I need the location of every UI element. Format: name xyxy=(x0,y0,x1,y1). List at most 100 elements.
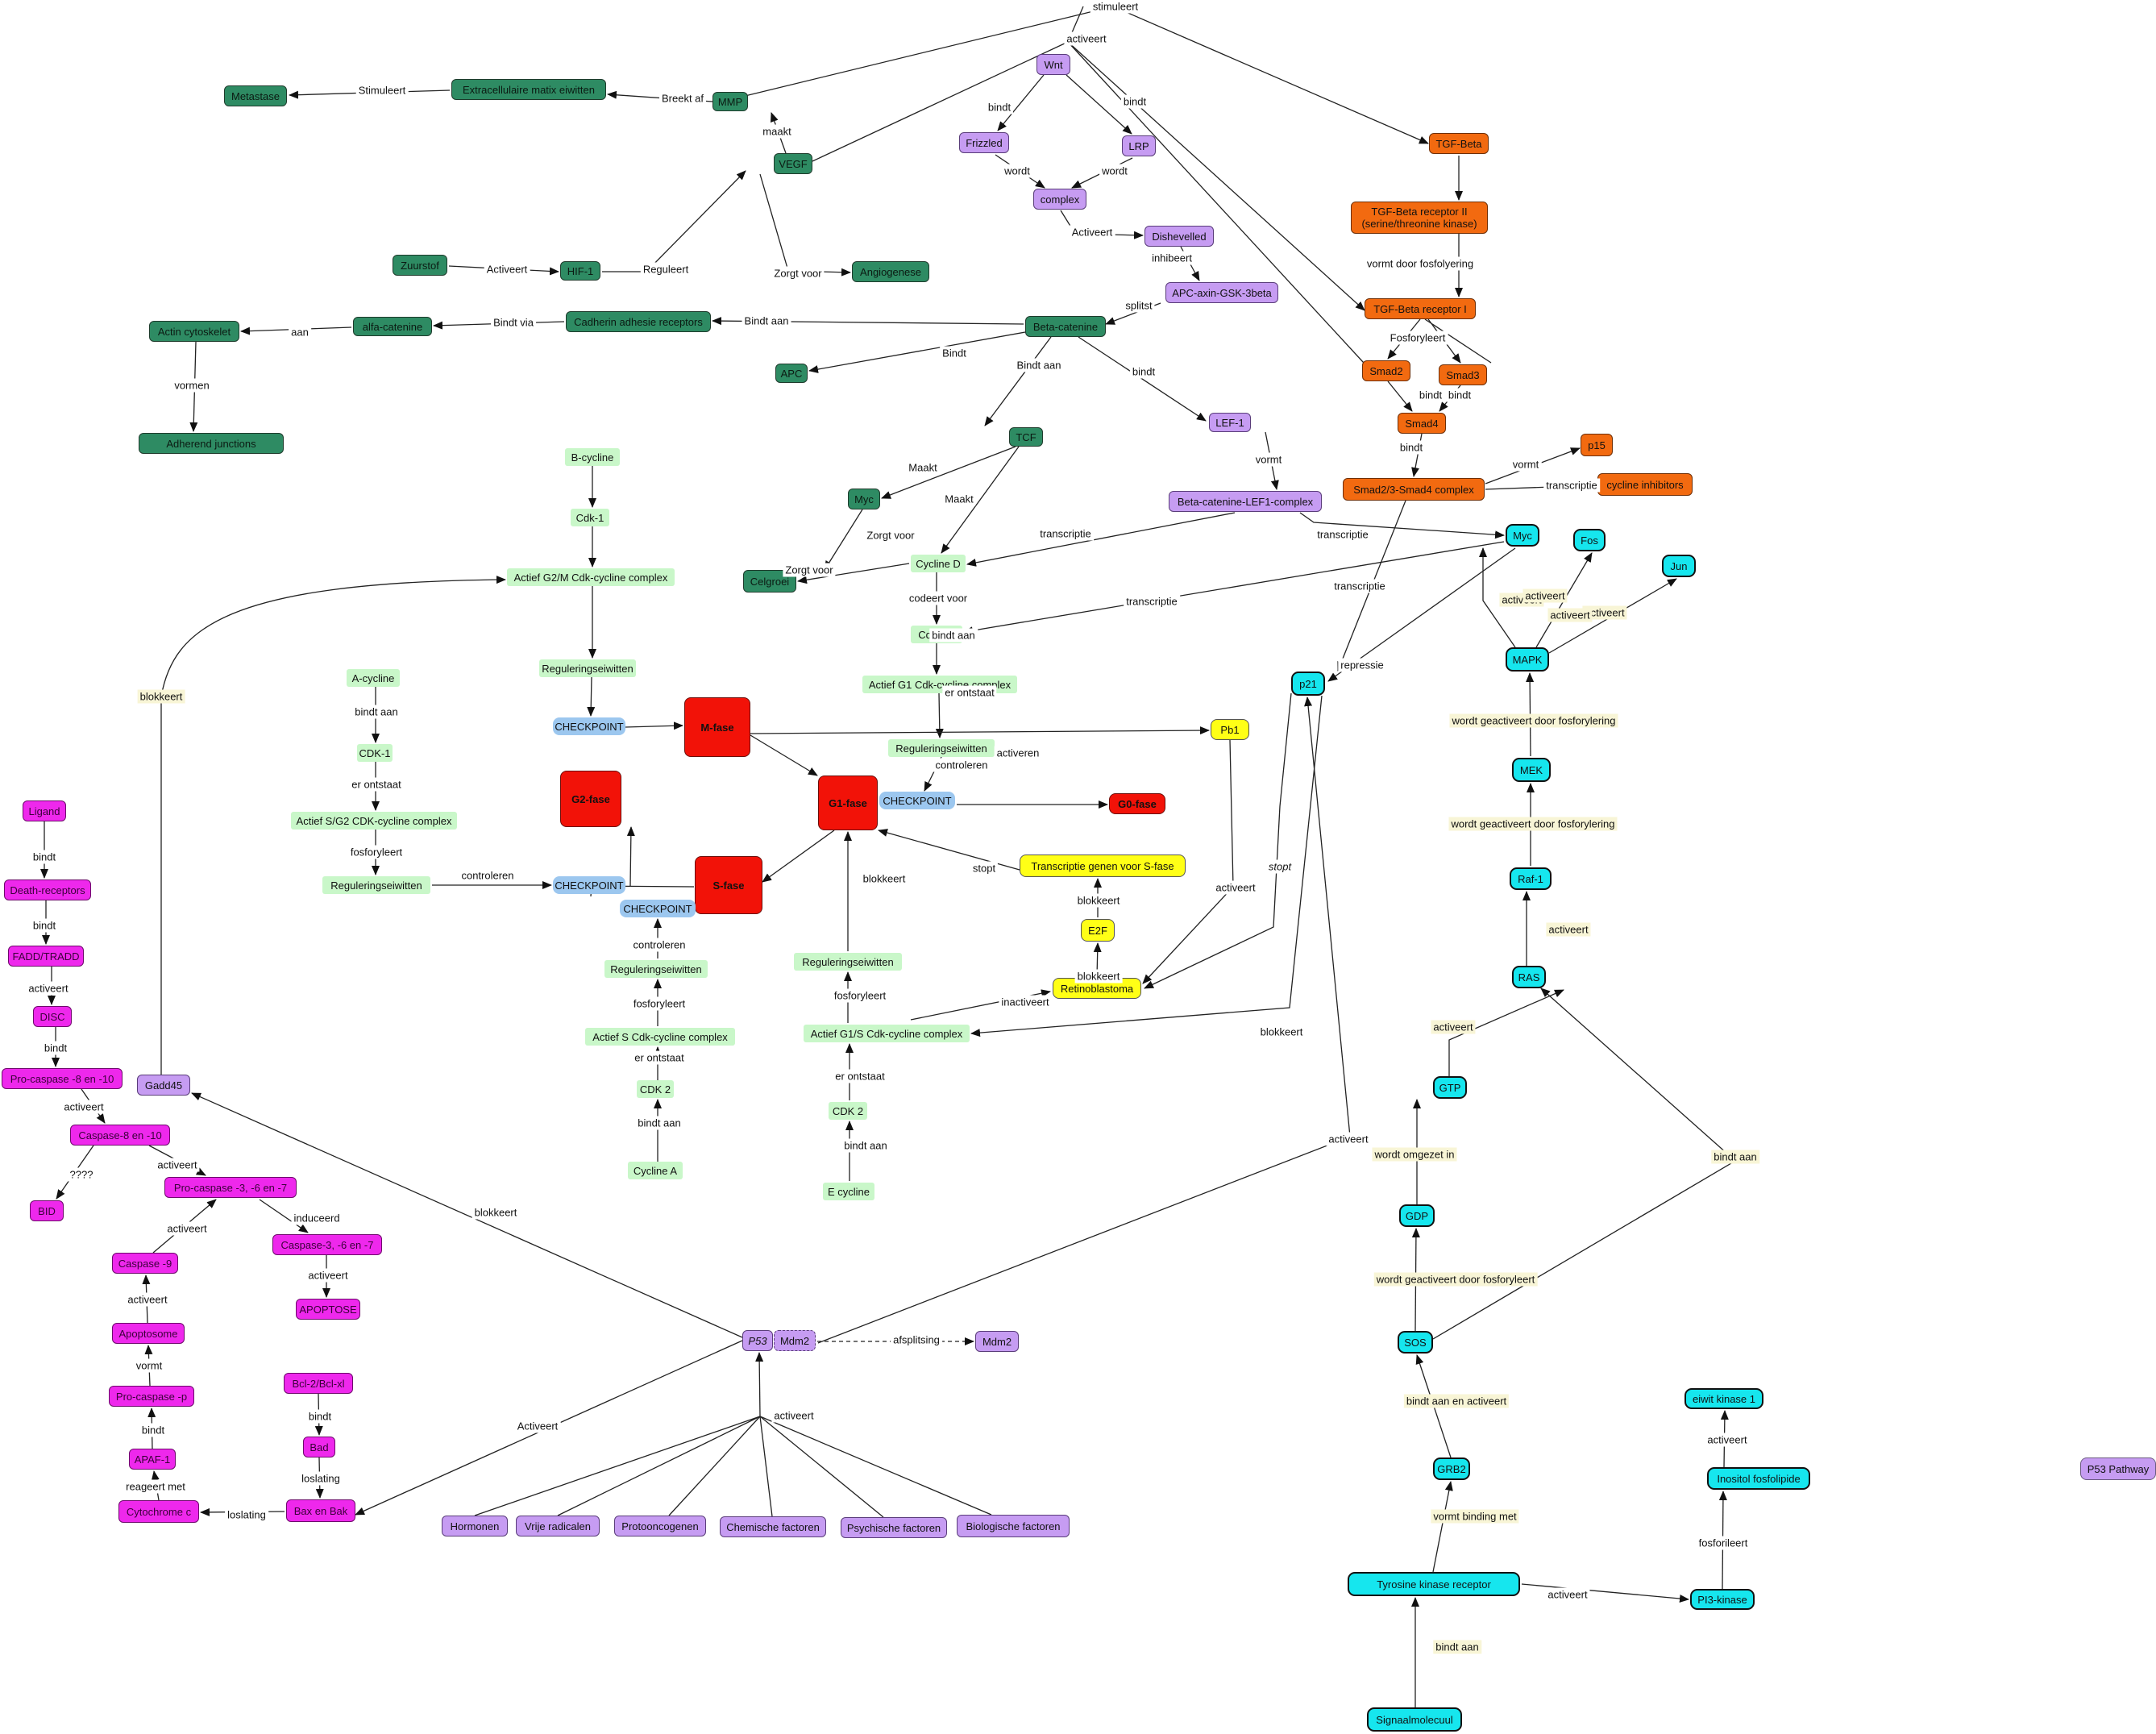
node-raf1[interactable]: Raf-1 xyxy=(1510,867,1552,890)
node-bio[interactable]: Biologische factoren xyxy=(957,1515,1070,1537)
node-mycc[interactable]: Myc xyxy=(1506,524,1539,547)
node-actin[interactable]: Actin cytoskelet xyxy=(149,321,239,342)
node-reg3[interactable]: Reguleringseiwitten xyxy=(604,960,708,978)
node-vrije[interactable]: Vrije radicalen xyxy=(516,1516,600,1536)
node-reg4[interactable]: Reguleringseiwitten xyxy=(888,739,995,757)
node-baxbak[interactable]: Bax en Bak xyxy=(286,1499,355,1522)
node-cdk1a[interactable]: Cdk-1 xyxy=(571,509,609,526)
node-cp1[interactable]: CHECKPOINT xyxy=(553,717,625,735)
node-cp4[interactable]: CHECKPOINT xyxy=(620,900,696,917)
node-cytc[interactable]: Cytochrome c xyxy=(118,1500,199,1523)
node-mycg[interactable]: Myc xyxy=(848,489,880,509)
node-cyclinea[interactable]: Cycline A xyxy=(628,1162,683,1179)
node-cyclinh[interactable]: cycline inhibitors xyxy=(1597,473,1693,496)
node-casp367[interactable]: Caspase-3, -6 en -7 xyxy=(272,1234,382,1255)
node-hormonen[interactable]: Hormonen xyxy=(442,1516,508,1536)
node-apoptose[interactable]: APOPTOSE xyxy=(296,1299,360,1320)
node-tgfbr2[interactable]: TGF-Beta receptor II (serine/threonine k… xyxy=(1351,202,1488,234)
node-mdm2a[interactable]: Mdm2 xyxy=(774,1330,816,1351)
node-jun[interactable]: Jun xyxy=(1662,555,1696,577)
node-inositol[interactable]: Inositol fosfolipide xyxy=(1707,1467,1810,1490)
node-casp810[interactable]: Caspase-8 en -10 xyxy=(70,1125,170,1146)
node-psych[interactable]: Psychische factoren xyxy=(841,1517,947,1538)
node-apaf1[interactable]: APAF-1 xyxy=(129,1449,176,1470)
node-procasp810[interactable]: Pro-caspase -8 en -10 xyxy=(2,1068,123,1089)
node-gadd45[interactable]: Gadd45 xyxy=(137,1075,190,1096)
node-hif1[interactable]: HIF-1 xyxy=(560,261,600,281)
node-fos[interactable]: Fos xyxy=(1573,529,1606,551)
node-g0fase[interactable]: G0-fase xyxy=(1109,793,1165,814)
node-cdk1b[interactable]: CDK-1 xyxy=(357,744,393,762)
node-sos[interactable]: SOS xyxy=(1398,1331,1433,1354)
node-g1fase[interactable]: G1-fase xyxy=(818,776,878,830)
node-mek[interactable]: MEK xyxy=(1512,758,1551,782)
node-cp3[interactable]: CHECKPOINT xyxy=(553,876,625,894)
node-cp2[interactable]: CHECKPOINT xyxy=(879,792,955,809)
node-angiogenese[interactable]: Angiogenese xyxy=(852,261,929,282)
node-apcaxin[interactable]: APC-axin-GSK-3beta xyxy=(1165,282,1278,303)
node-frizzled[interactable]: Frizzled xyxy=(959,132,1009,153)
node-ecm[interactable]: Extracellulaire matix eiwitten xyxy=(451,79,606,100)
node-smadc[interactable]: Smad2/3-Smad4 complex xyxy=(1343,478,1485,501)
node-proto[interactable]: Protooncogenen xyxy=(614,1516,706,1536)
node-casp9[interactable]: Caspase -9 xyxy=(112,1253,178,1274)
node-betalef[interactable]: Beta-catenine-LEF1-complex xyxy=(1169,491,1322,512)
node-smad3[interactable]: Smad3 xyxy=(1439,364,1487,385)
node-reg2[interactable]: Reguleringseiwitten xyxy=(322,876,430,894)
node-gtp[interactable]: GTP xyxy=(1433,1076,1467,1099)
node-grb2[interactable]: GRB2 xyxy=(1433,1457,1470,1480)
node-p15[interactable]: p15 xyxy=(1581,434,1613,456)
node-cyclined[interactable]: Cycline D xyxy=(911,555,966,572)
node-smad2[interactable]: Smad2 xyxy=(1362,360,1410,381)
node-ecycline[interactable]: E cycline xyxy=(823,1183,874,1200)
node-pi3k[interactable]: PI3-kinase xyxy=(1690,1589,1755,1610)
node-tgfbr1[interactable]: TGF-Beta receptor I xyxy=(1365,298,1476,319)
node-sfase[interactable]: S-fase xyxy=(695,856,762,914)
node-dishevelled[interactable]: Dishevelled xyxy=(1144,226,1214,247)
node-bcycline[interactable]: B-cycline xyxy=(565,448,620,466)
node-cdk2b[interactable]: CDK 2 xyxy=(829,1102,867,1120)
node-tgfb[interactable]: TGF-Beta xyxy=(1429,133,1489,154)
node-actg2m[interactable]: Actief G2/M Cdk-cycline complex xyxy=(507,568,675,586)
node-reg1[interactable]: Reguleringseiwitten xyxy=(539,659,636,677)
node-lrp[interactable]: LRP xyxy=(1122,135,1156,156)
node-vegf[interactable]: VEGF xyxy=(774,153,812,174)
node-acts[interactable]: Actief S Cdk-cycline complex xyxy=(585,1028,735,1046)
node-procasp367[interactable]: Pro-caspase -3, -6 en -7 xyxy=(164,1177,297,1198)
node-pb1[interactable]: Pb1 xyxy=(1211,719,1249,740)
node-actsg2[interactable]: Actief S/G2 CDK-cycline complex xyxy=(291,812,457,830)
node-gdp[interactable]: GDP xyxy=(1399,1204,1435,1227)
node-metastase[interactable]: Metastase xyxy=(224,85,287,106)
node-transsfase[interactable]: Transcriptie genen voor S-fase xyxy=(1020,855,1186,877)
node-ligand[interactable]: Ligand xyxy=(23,800,66,821)
node-complex[interactable]: complex xyxy=(1033,189,1086,210)
node-apc[interactable]: APC xyxy=(775,364,808,383)
node-signaal[interactable]: Signaalmolecuul xyxy=(1367,1707,1462,1732)
node-procasp9[interactable]: Pro-caspase -p xyxy=(109,1386,194,1407)
node-acycline[interactable]: A-cycline xyxy=(347,669,400,687)
node-ras[interactable]: RAS xyxy=(1512,966,1546,988)
node-chem[interactable]: Chemische factoren xyxy=(720,1516,826,1537)
node-tkr[interactable]: Tyrosine kinase receptor xyxy=(1348,1572,1520,1596)
node-bcl2[interactable]: Bcl-2/Bcl-xl xyxy=(284,1373,353,1394)
node-apoptosome[interactable]: Apoptosome xyxy=(112,1323,185,1344)
node-bid[interactable]: BID xyxy=(30,1200,64,1221)
node-cadherin[interactable]: Cadherin adhesie receptors xyxy=(566,311,711,332)
node-bad[interactable]: Bad xyxy=(303,1437,335,1457)
node-mmp[interactable]: MMP xyxy=(712,92,748,111)
node-p53[interactable]: P53 xyxy=(742,1330,773,1351)
node-smad4[interactable]: Smad4 xyxy=(1398,413,1446,434)
node-cdk2a[interactable]: CDK 2 xyxy=(637,1080,674,1098)
node-betacat[interactable]: Beta-catenine xyxy=(1025,316,1106,337)
node-adherend[interactable]: Adherend junctions xyxy=(139,433,284,454)
node-lef1[interactable]: LEF-1 xyxy=(1209,413,1251,432)
node-wnt[interactable]: Wnt xyxy=(1036,54,1070,75)
node-zuurstof[interactable]: Zuurstof xyxy=(393,255,447,276)
node-tcf[interactable]: TCF xyxy=(1009,427,1043,447)
node-fadd[interactable]: FADD/TRADD xyxy=(8,946,84,967)
node-e2f[interactable]: E2F xyxy=(1081,919,1115,942)
node-alfacat[interactable]: alfa-catenine xyxy=(353,317,432,336)
node-mdm2b[interactable]: Mdm2 xyxy=(975,1331,1019,1352)
node-reg5[interactable]: Reguleringseiwitten xyxy=(794,953,902,971)
node-mfase[interactable]: M-fase xyxy=(684,697,750,757)
